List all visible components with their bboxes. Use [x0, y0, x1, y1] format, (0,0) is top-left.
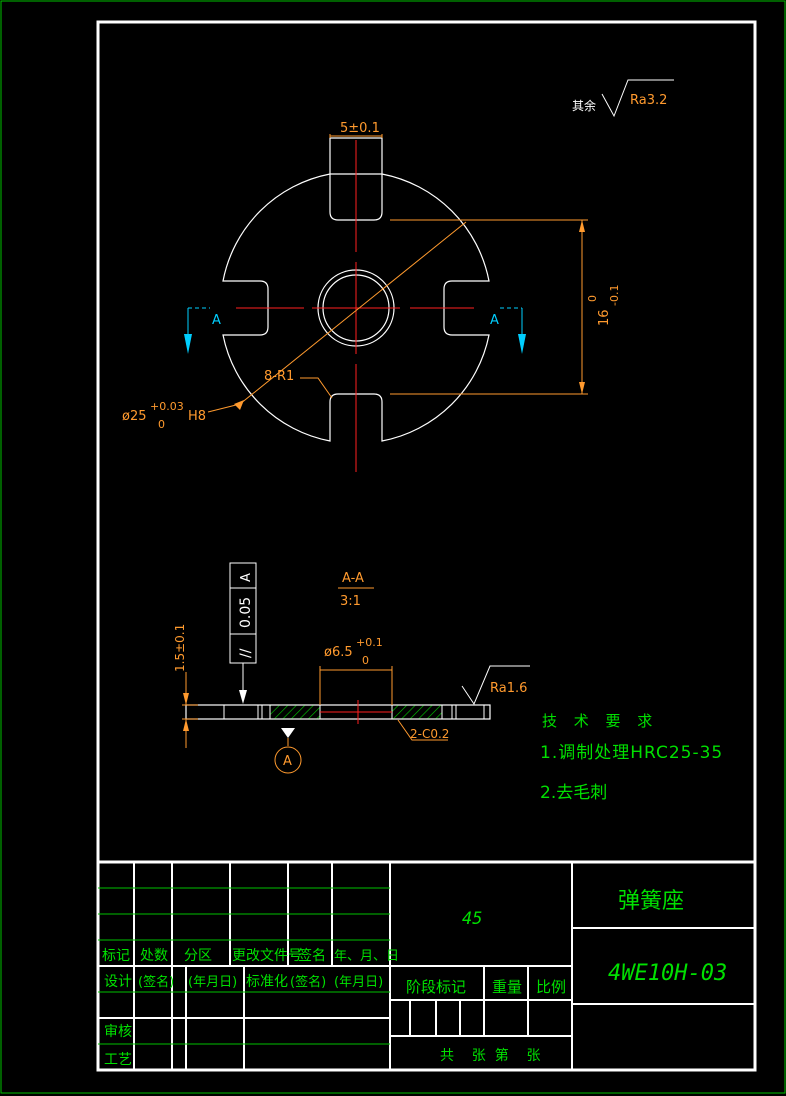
height-dim: 16 0 -0.1 — [390, 219, 621, 395]
section-title: A-A — [342, 571, 364, 586]
radius-dim: 8-R1 — [264, 369, 333, 399]
svg-text:0: 0 — [586, 295, 599, 302]
tech-item-1: 1.调制处理HRC25-35 — [540, 743, 723, 763]
material: 45 — [462, 909, 482, 929]
standardization-sign: (签名) — [290, 974, 326, 990]
hdr-change-doc: 更改文件号 — [232, 948, 302, 964]
svg-text:8-R1: 8-R1 — [264, 369, 294, 384]
design-label: 设计 — [104, 974, 132, 990]
section-finish: Ra1.6 — [461, 665, 530, 706]
scale-label: 比例 — [536, 978, 566, 996]
design-date: (年月日) — [188, 975, 237, 990]
svg-text:A: A — [239, 573, 254, 582]
bore-dim: ø6.5 +0.1 0 — [319, 636, 393, 705]
svg-text:2-C0.2: 2-C0.2 — [410, 727, 449, 741]
svg-text:0.05: 0.05 — [238, 597, 254, 628]
weight-label: 重量 — [492, 978, 522, 996]
finish-prefix: 其余 — [572, 98, 596, 113]
title-block: 45 弹簧座 4WE10H-03 标记 处数 分区 更改文件号 签名 年、月、日… — [98, 860, 755, 1070]
drawing-frame — [96, 20, 757, 1072]
hatch-right — [391, 704, 443, 720]
stage-label: 阶段标记 — [406, 978, 466, 996]
svg-text:0: 0 — [362, 654, 369, 667]
svg-text:1.5±0.1: 1.5±0.1 — [173, 624, 187, 672]
svg-text:+0.03: +0.03 — [150, 400, 184, 413]
slot-width-dim: 5±0.1 — [329, 121, 383, 138]
section-outline — [185, 704, 491, 720]
centerlines — [236, 140, 474, 472]
datum-marker: A — [274, 728, 302, 774]
svg-text:-0.1: -0.1 — [608, 285, 621, 306]
svg-text:16: 16 — [597, 309, 612, 326]
svg-text:5±0.1: 5±0.1 — [340, 121, 380, 136]
tech-requirements: 技 术 要 求 1.调制处理HRC25-35 2.去毛刺 — [540, 712, 723, 803]
section-scale: 3:1 — [340, 594, 361, 609]
svg-text:A: A — [490, 313, 499, 328]
tolerance-frame: A 0.05 // — [229, 562, 257, 704]
drawing-number: 4WE10H-03 — [608, 961, 727, 986]
svg-text://: // — [238, 648, 254, 658]
sheets-label: 共 张 第 张 — [440, 1047, 541, 1064]
part-outline — [222, 173, 490, 442]
hatch-left — [269, 704, 321, 720]
svg-text:A: A — [212, 313, 221, 328]
hdr-mark: 标记 — [102, 948, 130, 964]
chamfer-dim: 2-C0.2 — [397, 719, 449, 741]
surface-finish-general: 其余 Ra3.2 — [572, 79, 674, 118]
top-view: 5±0.1 16 0 -0.1 ø25 +0.03 0 H8 8-R1 — [122, 121, 621, 472]
svg-text:ø6.5: ø6.5 — [324, 645, 353, 660]
design-sign: (签名) — [138, 974, 174, 990]
finish-value: Ra3.2 — [630, 93, 667, 108]
thickness-dim: 1.5±0.1 — [173, 624, 198, 748]
svg-text:0: 0 — [158, 418, 165, 431]
part-name: 弹簧座 — [618, 889, 684, 914]
hdr-zone: 分区 — [184, 948, 212, 964]
check-label: 审核 — [104, 1024, 132, 1040]
hdr-date: 年、月、日 — [334, 949, 399, 964]
standardization-label: 标准化 — [246, 974, 288, 990]
section-marker-right: A — [490, 307, 526, 354]
tech-item-2: 2.去毛刺 — [540, 783, 607, 803]
hdr-count: 处数 — [140, 948, 168, 964]
svg-text:ø25: ø25 — [122, 409, 147, 424]
standardization-date: (年月日) — [334, 975, 383, 990]
tech-heading: 技 术 要 求 — [542, 712, 658, 730]
svg-text:Ra1.6: Ra1.6 — [490, 681, 527, 696]
svg-text:A: A — [283, 754, 292, 769]
process-label: 工艺 — [104, 1052, 132, 1068]
svg-text:H8: H8 — [188, 409, 206, 424]
svg-text:+0.1: +0.1 — [356, 636, 383, 649]
section-view: A-A 3:1 1.5±0.1 — [173, 562, 530, 774]
hdr-sign: 签名 — [298, 947, 326, 964]
diameter-dim: ø25 +0.03 0 H8 — [122, 221, 467, 431]
section-marker-left: A — [184, 307, 221, 354]
